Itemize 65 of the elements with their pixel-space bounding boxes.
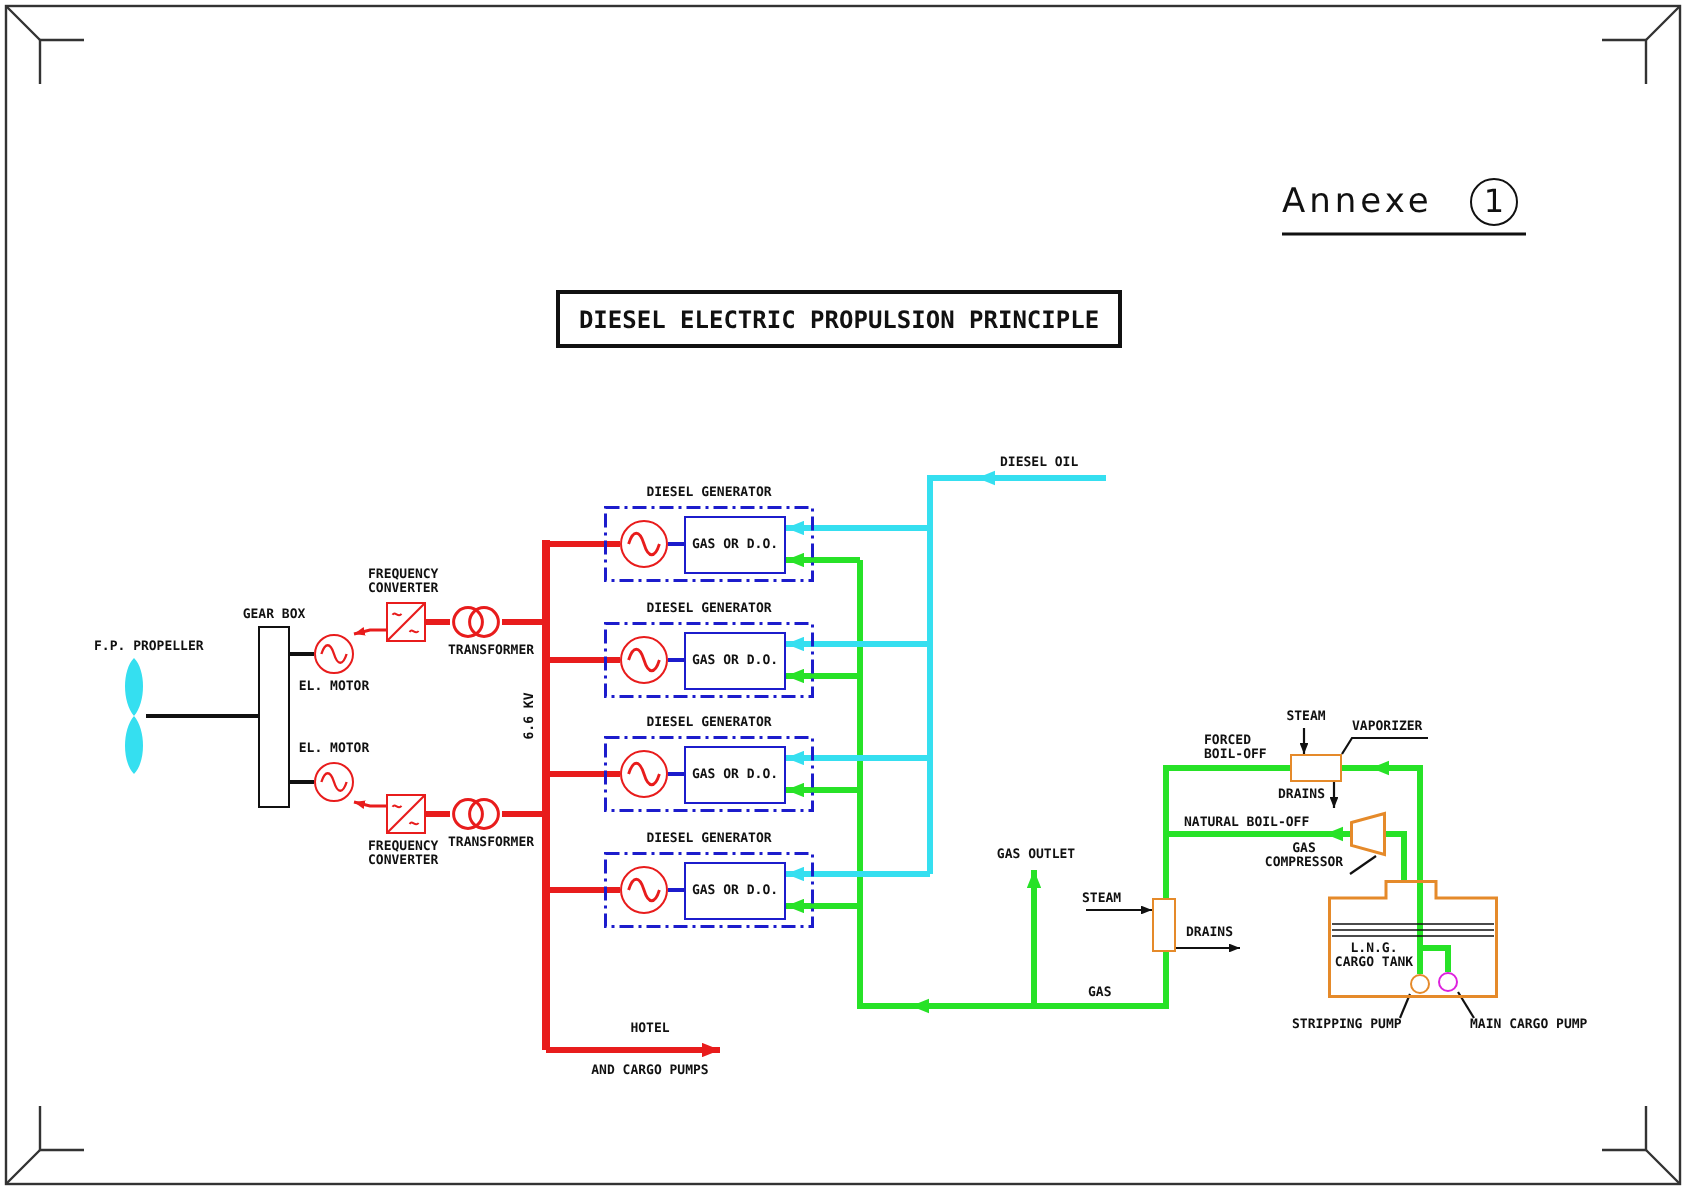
leader-line — [1349, 855, 1377, 875]
leader-line — [668, 772, 684, 776]
arrow — [1026, 870, 1042, 1006]
connector-line — [550, 887, 620, 893]
arrow — [786, 636, 930, 652]
pump-symbol — [1410, 974, 1430, 994]
arrow — [1299, 728, 1309, 754]
connector-line — [1420, 945, 1451, 972]
converter-symbol — [386, 794, 426, 834]
vaporizer-block — [1290, 754, 1342, 782]
leader-line — [1386, 831, 1407, 880]
connector-line — [550, 771, 620, 777]
arrow — [786, 750, 930, 766]
arrow — [1329, 782, 1339, 808]
arrow — [1166, 826, 1350, 842]
arrow — [353, 627, 386, 636]
leader-line — [668, 658, 684, 662]
arrow — [1176, 943, 1240, 953]
arrow — [786, 898, 860, 914]
connector-line — [146, 714, 258, 718]
arrow — [786, 866, 930, 882]
leader-line — [1457, 991, 1475, 1019]
cargo-tank — [1328, 880, 1498, 998]
connector-line — [290, 780, 314, 784]
pump-symbol — [1438, 972, 1458, 992]
transformer-symbol — [450, 606, 502, 638]
generator-symbol — [620, 636, 668, 684]
connector-line — [426, 811, 450, 817]
leader-line — [668, 888, 684, 892]
generator-symbol — [620, 866, 668, 914]
connector-line — [1417, 948, 1423, 974]
arrow — [786, 782, 860, 798]
annexe-label: Annexe — [1282, 182, 1433, 222]
generator-symbol — [620, 520, 668, 568]
connector-line — [290, 652, 314, 656]
connector-line — [426, 619, 450, 625]
arrow — [786, 668, 860, 684]
arrow — [546, 1042, 720, 1058]
leader-line — [668, 542, 684, 546]
heater-block — [1152, 898, 1176, 952]
diagram-title: DIESEL ELECTRIC PROPULSION PRINCIPLE — [556, 290, 1122, 348]
arrow — [353, 800, 386, 809]
transformer-symbol — [450, 798, 502, 830]
generator-symbol — [620, 750, 668, 798]
connector-line — [550, 541, 620, 547]
leader-line — [1341, 736, 1428, 755]
connector-line — [502, 811, 542, 817]
motor-symbol — [314, 762, 354, 802]
arrow — [1086, 905, 1152, 915]
compressor-symbol — [1350, 812, 1386, 856]
arrow — [786, 520, 930, 536]
connector-line — [502, 619, 542, 625]
arrow — [857, 560, 1034, 1014]
arrow — [927, 470, 1106, 874]
propeller-drawing — [122, 658, 146, 774]
motor-symbol — [314, 634, 354, 674]
leader-line — [1399, 993, 1411, 1019]
arrow — [1342, 760, 1423, 948]
connector-line — [550, 657, 620, 663]
arrow — [786, 552, 860, 568]
circled-number: 1 — [1470, 178, 1518, 226]
busbar — [542, 540, 550, 1050]
connector-line — [1034, 952, 1169, 1009]
gearbox-block — [258, 626, 290, 808]
converter-symbol — [386, 602, 426, 642]
